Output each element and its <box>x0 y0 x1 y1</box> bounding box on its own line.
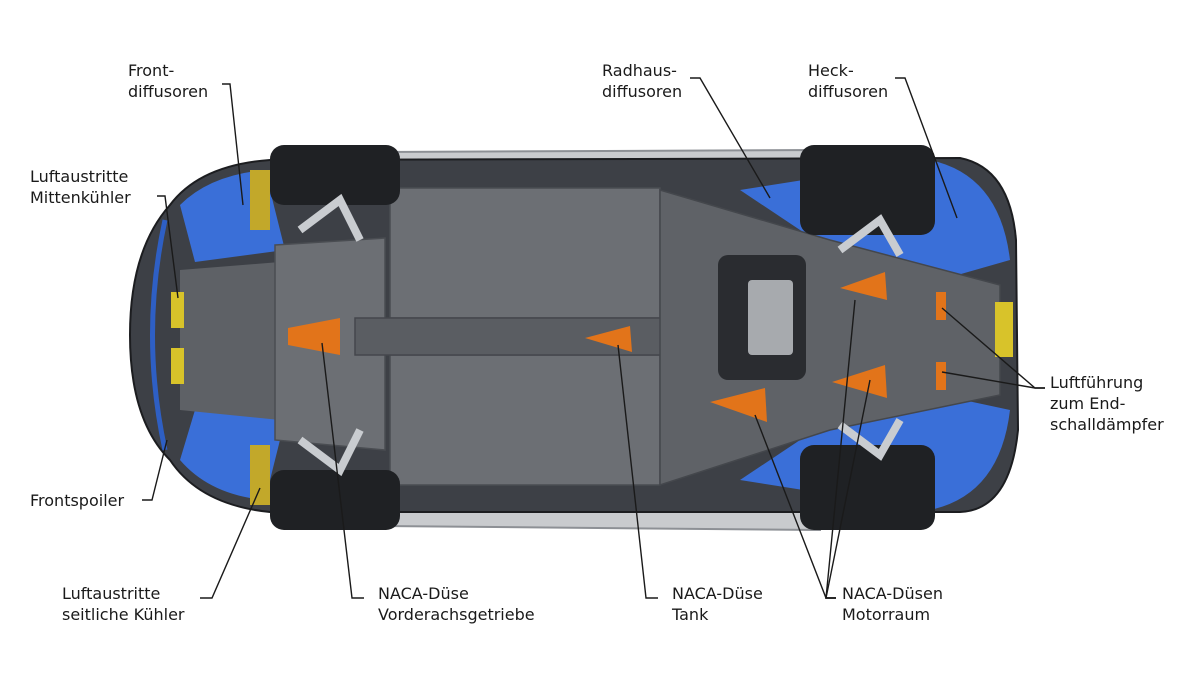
label-side-cooler-outlets: Luftaustritte seitliche Kühler <box>62 583 185 625</box>
label-line: NACA-Düsen <box>842 584 943 603</box>
label-line: Mittenkühler <box>30 188 131 207</box>
label-naca-engine-bay: NACA-Düsen Motorraum <box>842 583 943 625</box>
label-line: schalldämpfer <box>1050 415 1164 434</box>
floor-panel-top <box>389 187 661 319</box>
label-naca-tank: NACA-Düse Tank <box>672 583 763 625</box>
label-front-diffusors: Front- diffusoren <box>128 60 208 102</box>
leader-naca-tank <box>617 344 658 599</box>
wheel-front-top <box>270 145 400 205</box>
label-line: Radhaus- <box>602 61 677 80</box>
label-line: seitliche Kühler <box>62 605 185 624</box>
label-line: diffusoren <box>808 82 889 101</box>
label-line: Tank <box>672 605 709 624</box>
naca-tank-duct <box>585 326 632 352</box>
center-cooler-vent-top <box>171 292 184 328</box>
label-line: NACA-Düse <box>378 584 469 603</box>
front-edge-blue <box>150 219 168 451</box>
leader-naca-engine-3 <box>754 414 836 599</box>
center-cooler-vent-bottom <box>171 348 184 384</box>
engine-block <box>748 280 793 355</box>
side-cooler-vent-top <box>250 170 270 230</box>
naca-engine-duct-3 <box>710 388 767 422</box>
suspension-front-top <box>297 193 364 242</box>
label-line: Luftführung <box>1050 373 1144 392</box>
tunnel <box>354 317 686 356</box>
label-center-cooler-outlets: Luftaustritte Mittenkühler <box>30 166 131 208</box>
wheel-rear-top <box>800 145 935 235</box>
leader-front-diffusor <box>222 83 244 206</box>
leader-naca-front-axle <box>321 342 364 599</box>
label-line: Front- <box>128 61 175 80</box>
leader-rear-diffusor <box>895 77 958 219</box>
label-line: Motorraum <box>842 605 931 624</box>
leader-lines <box>142 77 1045 599</box>
front-panel <box>180 262 280 420</box>
leader-side-cooler <box>200 487 261 599</box>
wheel-rear-bottom <box>800 445 935 530</box>
label-line: Heck- <box>808 61 854 80</box>
muffler-duct-top <box>936 292 946 320</box>
label-wheelhouse-diffusors: Radhaus- diffusoren <box>602 60 682 102</box>
label-front-spoiler: Frontspoiler <box>30 490 124 511</box>
label-muffler-air-guide: Luftführung zum End- schalldämpfer <box>1050 372 1164 435</box>
label-rear-diffusors: Heck- diffusoren <box>808 60 888 102</box>
rear-vent <box>995 302 1013 357</box>
leader-muffler-2 <box>941 371 1045 389</box>
label-line: zum End- <box>1050 394 1126 413</box>
label-line: Vorderachsgetriebe <box>378 605 535 624</box>
label-line: diffusoren <box>128 82 209 101</box>
label-line: NACA-Düse <box>672 584 763 603</box>
leader-front-spoiler <box>142 439 168 501</box>
leader-wheelhouse <box>690 77 771 199</box>
suspension-rear-bottom <box>837 418 904 461</box>
label-line: diffusoren <box>602 82 683 101</box>
label-line: Frontspoiler <box>30 491 125 510</box>
naca-engine-duct-2 <box>832 365 887 398</box>
wheel-front-bottom <box>270 470 400 530</box>
naca-front-axle-duct <box>288 318 340 355</box>
label-line: Luftaustritte <box>30 167 129 186</box>
floor-panel-bottom <box>389 354 661 486</box>
muffler-duct-bottom <box>936 362 946 390</box>
leader-center-cooler <box>157 195 179 299</box>
side-cooler-vent-bottom <box>250 445 270 505</box>
suspension-rear-top <box>837 214 904 257</box>
label-naca-front-axle: NACA-Düse Vorderachsgetriebe <box>378 583 535 625</box>
suspension-front-bottom <box>297 428 364 477</box>
label-line: Luftaustritte <box>62 584 161 603</box>
naca-engine-duct-1 <box>840 272 887 300</box>
